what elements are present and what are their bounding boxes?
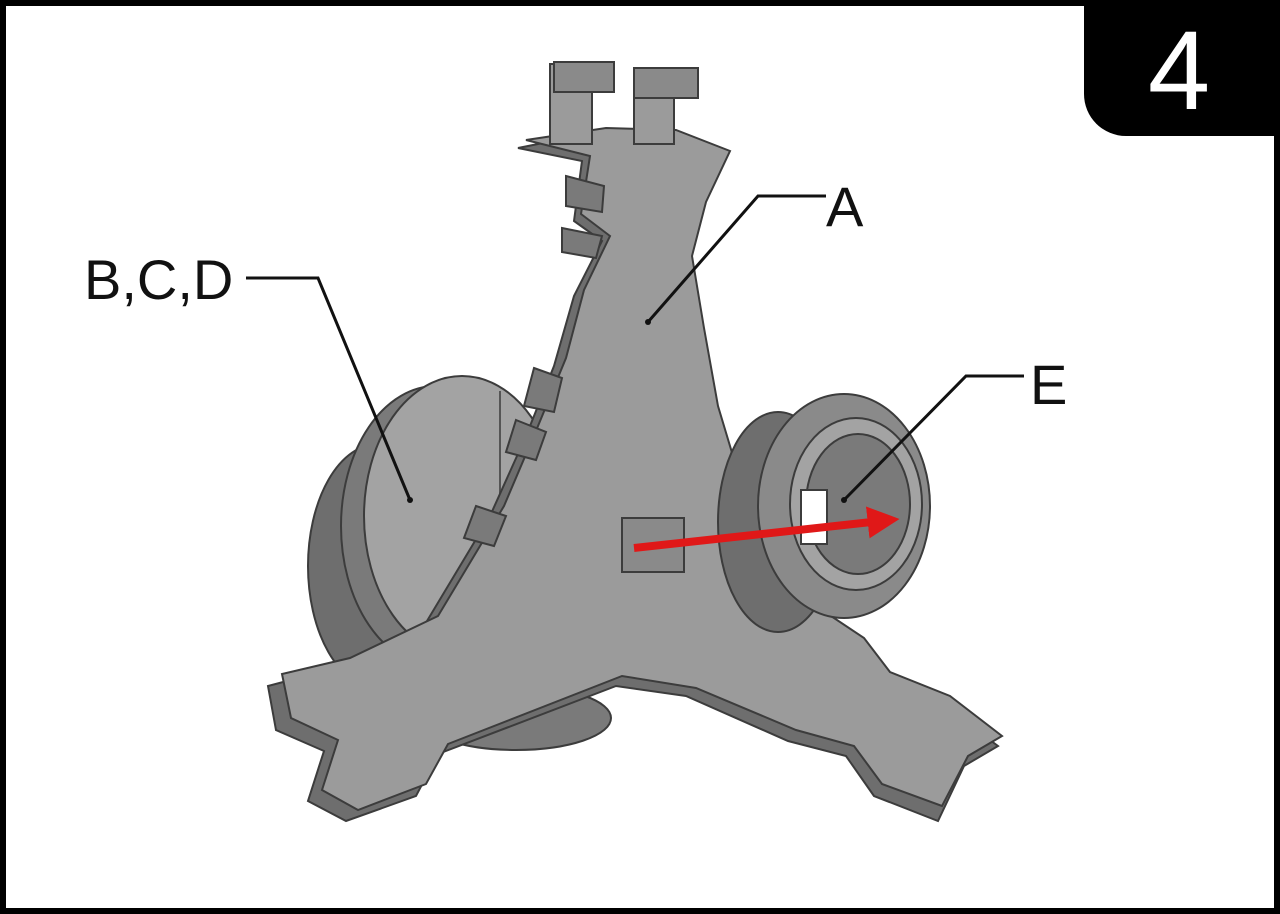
label-e: E — [1030, 353, 1067, 416]
step-number: 4 — [1147, 8, 1211, 133]
leader-dot-e — [841, 497, 847, 503]
part-a — [266, 61, 1004, 823]
leader-dot-a — [645, 319, 651, 325]
diagram-panel: A B,C,D E 4 — [6, 6, 1274, 908]
label-bcd: B,C,D — [84, 248, 233, 311]
insertion-arrow — [633, 506, 900, 552]
leader-dot-bcd — [407, 497, 413, 503]
part-e — [717, 393, 931, 633]
top-clip-right-tab — [633, 67, 699, 99]
ring-slot — [800, 489, 828, 545]
leader-line-e — [842, 374, 1024, 502]
left-edge-notches — [462, 174, 606, 548]
leader-line-bcd — [246, 276, 412, 501]
leader-line-a — [646, 194, 826, 323]
label-a: A — [826, 175, 864, 238]
step-badge: 4 — [1084, 6, 1274, 136]
assembly-diagram: A B,C,D E — [84, 61, 1067, 823]
top-clip-left-tab — [553, 61, 615, 93]
